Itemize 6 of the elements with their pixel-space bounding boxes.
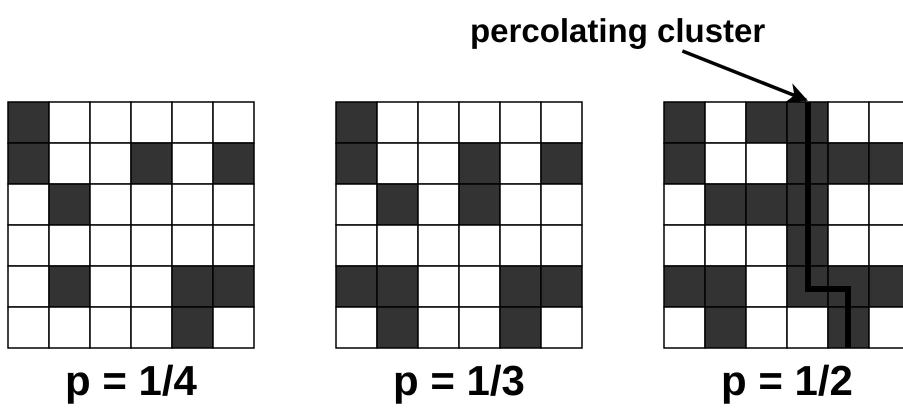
leader-line — [682, 49, 808, 103]
probability-label: p = 1/3 — [393, 360, 525, 402]
cluster-path — [805, 102, 851, 348]
probability-label: p = 1/2 — [721, 360, 853, 402]
callout-text: percolating cluster — [470, 14, 766, 47]
probability-label: p = 1/4 — [65, 360, 197, 402]
